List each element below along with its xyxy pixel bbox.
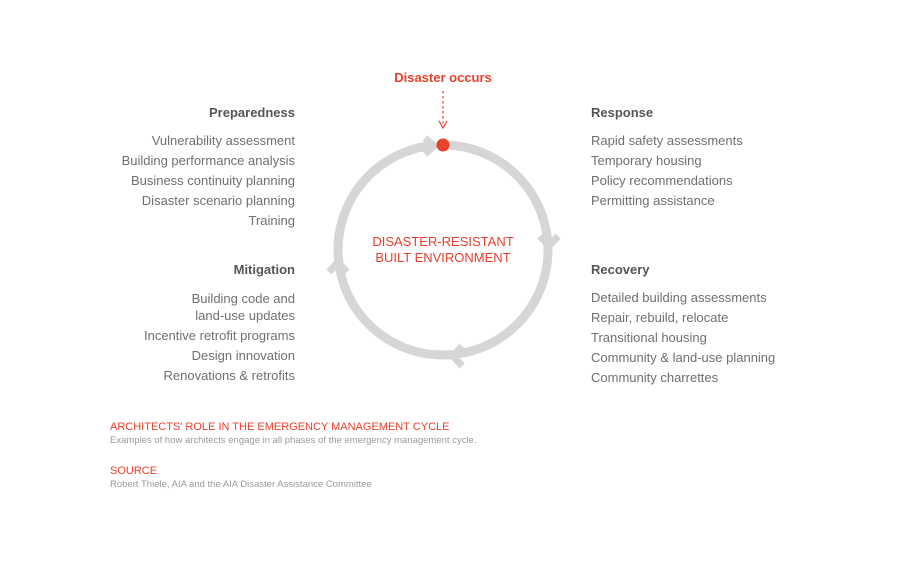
recovery-block: Recovery Detailed building assessments R…	[591, 262, 831, 390]
arrow-chevron-icon	[326, 256, 350, 275]
list-item: Transitional housing	[591, 330, 707, 345]
list-item: Permitting assistance	[591, 193, 715, 208]
list-item: Renovations & retrofits	[163, 368, 295, 383]
arrow-head-icon	[438, 120, 448, 130]
response-block: Response Rapid safety assessments Tempor…	[591, 105, 821, 213]
list-item: Design innovation	[191, 348, 295, 363]
disaster-marker	[436, 138, 450, 152]
caption-title: ARCHITECTS' ROLE IN THE EMERGENCY MANAGE…	[110, 421, 450, 433]
figure-caption: ARCHITECTS' ROLE IN THE EMERGENCY MANAGE…	[110, 421, 476, 448]
list-item: Community charrettes	[591, 370, 719, 385]
list-item: Business continuity planning	[130, 173, 295, 188]
preparedness-title: Preparedness	[209, 105, 295, 120]
mitigation-title: Mitigation	[233, 262, 295, 277]
source-label: SOURCE	[110, 465, 158, 477]
list-item: Repair, rebuild, relocate	[591, 310, 729, 325]
center-label-line-1: DISASTER-RESISTANT	[372, 234, 514, 249]
caption-description: Examples of how architects engage in all…	[110, 435, 477, 446]
preparedness-block: Preparedness Vulnerability assessment Bu…	[75, 105, 295, 233]
arrow-chevron-icon	[448, 343, 465, 369]
source-caption: SOURCE Robert Thiele, AIA and the AIA Di…	[110, 465, 372, 492]
list-item: Disaster scenario planning	[141, 193, 295, 208]
disaster-occurs-label: Disaster occurs	[394, 70, 492, 85]
source-text: Robert Thiele, AIA and the AIA Disaster …	[110, 479, 372, 490]
center-label-line-2: BUILT ENVIRONMENT	[375, 250, 511, 265]
list-item: Policy recommendations	[591, 173, 733, 188]
list-item: Building code and	[191, 291, 295, 306]
list-item: Incentive retrofit programs	[143, 328, 295, 343]
list-item: Temporary housing	[591, 153, 702, 168]
recovery-title: Recovery	[591, 262, 650, 277]
mitigation-block: Mitigation Building code and land-use up…	[75, 262, 295, 388]
arrow-chevron-icon	[537, 233, 561, 252]
list-item: Community & land-use planning	[591, 350, 776, 365]
list-item: Detailed building assessments	[591, 290, 767, 305]
list-item: land-use updates	[195, 308, 295, 323]
list-item: Vulnerability assessment	[151, 133, 295, 148]
response-title: Response	[591, 105, 654, 120]
list-item: Rapid safety assessments	[591, 133, 743, 148]
center-label: DISASTER-RESISTANT BUILT ENVIRONMENT	[353, 234, 533, 266]
list-item: Building performance analysis	[121, 153, 295, 168]
list-item: Training	[248, 213, 295, 228]
